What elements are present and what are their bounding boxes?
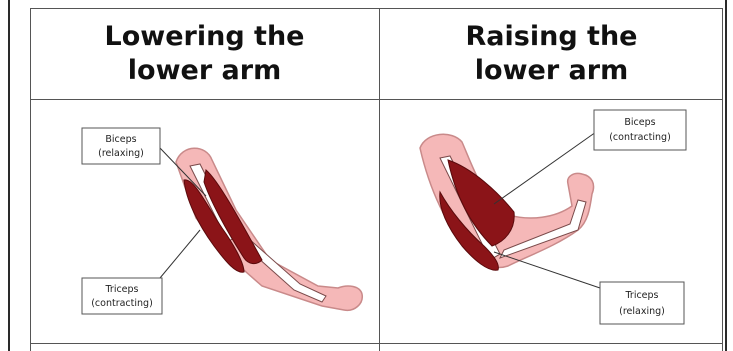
header-lowering-line1: Lowering the — [105, 20, 305, 54]
right-biceps-label: Biceps — [624, 117, 655, 128]
arm-illustrations: Biceps (relaxing) Triceps (contracting) … — [0, 100, 733, 343]
header-raising: Raising the lower arm — [380, 12, 723, 96]
right-triceps-leader — [494, 252, 600, 288]
right-triceps-state: (relaxing) — [619, 306, 665, 317]
right-arm-skin — [420, 134, 594, 267]
right-biceps-state: (contracting) — [609, 132, 671, 143]
right-triceps-label: Triceps — [625, 290, 659, 301]
header-lowering: Lowering the lower arm — [30, 12, 379, 96]
left-triceps-leader — [160, 230, 200, 278]
left-triceps-label: Triceps — [105, 284, 139, 295]
left-biceps-label: Biceps — [105, 134, 136, 145]
right-biceps-label-box — [594, 110, 686, 150]
arm-raising-illustration: Biceps (contracting) Triceps (relaxing) — [420, 110, 686, 324]
header-lowering-line2: lower arm — [128, 54, 281, 88]
left-biceps-state: (relaxing) — [98, 148, 144, 159]
table-bottom-line — [30, 343, 723, 344]
arm-lowering-illustration: Biceps (relaxing) Triceps (contracting) — [82, 128, 362, 314]
right-triceps-label-box — [600, 282, 684, 324]
header-raising-line1: Raising the — [466, 20, 638, 54]
header-raising-line2: lower arm — [475, 54, 628, 88]
left-triceps-state: (contracting) — [91, 298, 153, 309]
